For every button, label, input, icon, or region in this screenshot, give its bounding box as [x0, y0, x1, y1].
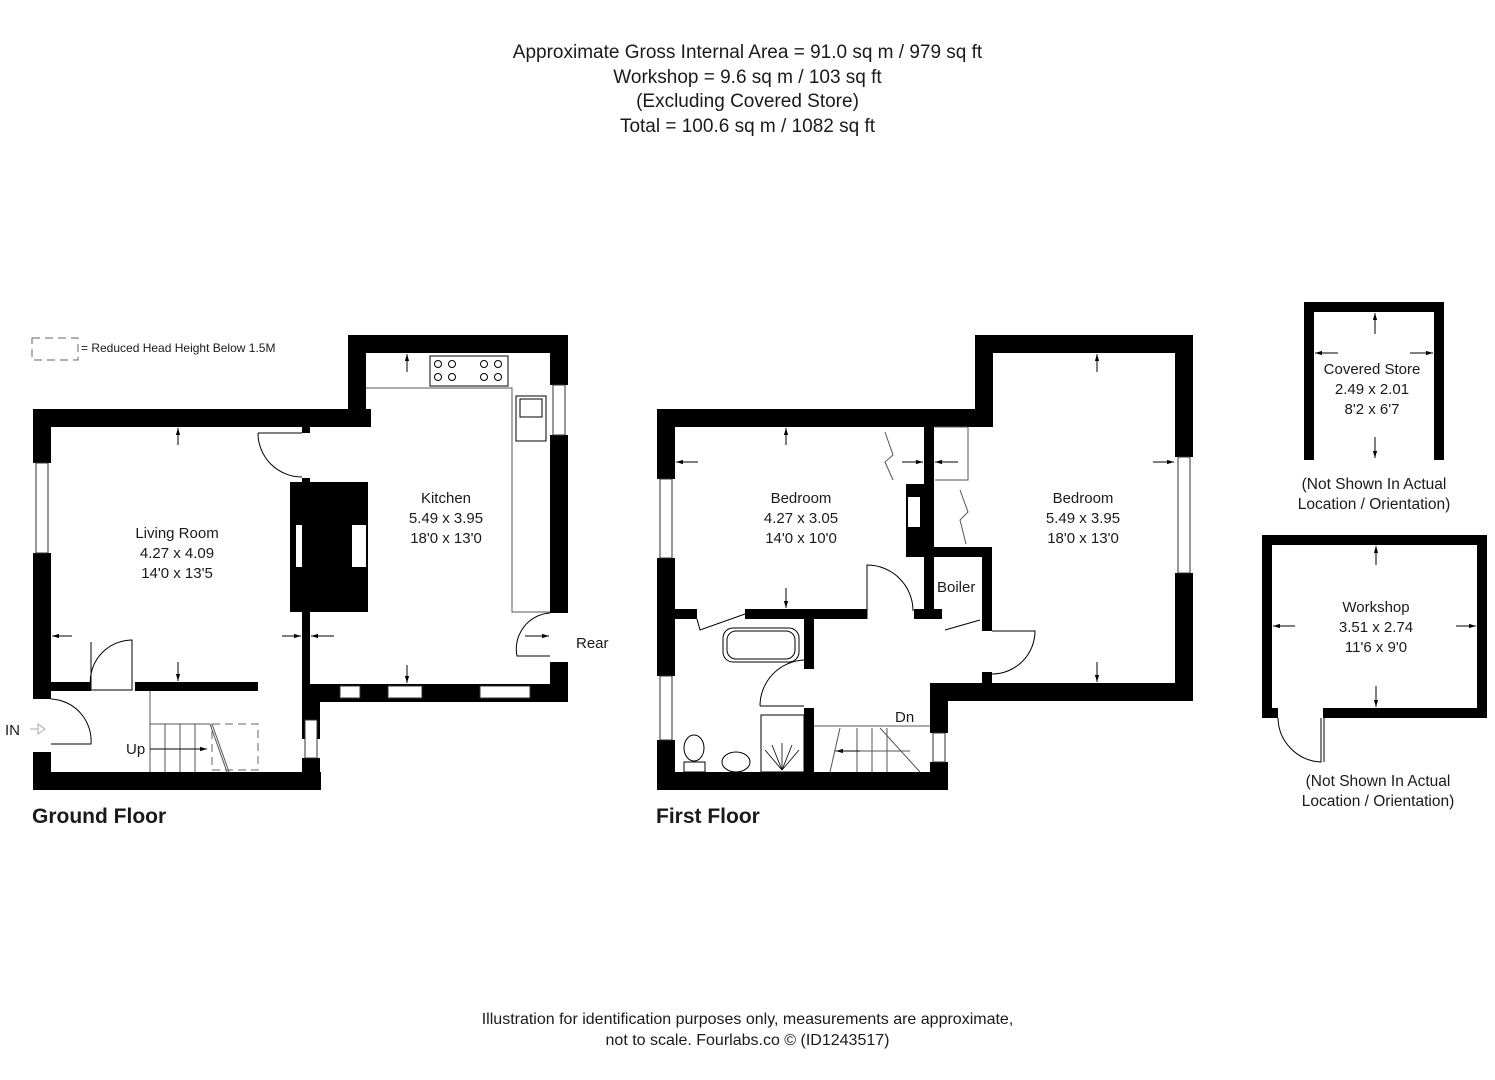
svg-text:4.27 x 3.05: 4.27 x 3.05 [764, 510, 838, 527]
window [339, 685, 361, 699]
boiler-label: Boiler [937, 579, 975, 596]
svg-text:Living Room: Living Room [135, 525, 218, 542]
svg-text:Kitchen: Kitchen [421, 490, 471, 507]
window [659, 478, 673, 559]
total-area: Total = 100.6 sq m / 1082 sq ft [619, 115, 876, 137]
rear-door [515, 612, 551, 657]
svg-text:5.49 x 3.95: 5.49 x 3.95 [409, 510, 483, 527]
window [387, 685, 423, 699]
gross-internal-area: Approximate Gross Internal Area = 91.0 s… [512, 42, 983, 63]
svg-text:Covered Store: Covered Store [1324, 361, 1421, 378]
boiler-door [944, 619, 981, 631]
first-floor-plan: Dn Boiler Bedroom 4.27 x 3.05 14'0 x 10'… [656, 335, 1193, 828]
room-living-room: Living Room 4.27 x 4.09 14'0 x 13'5 [135, 525, 218, 582]
window [1177, 456, 1191, 574]
door [991, 630, 1036, 675]
disclaimer-line-2: not to scale. Fourlabs.co © (ID1243517) [605, 1032, 890, 1049]
door [257, 432, 303, 478]
window [932, 732, 946, 763]
first-floor-title: First Floor [656, 805, 760, 828]
room-kitchen: Kitchen 5.49 x 3.95 18'0 x 13'0 [409, 490, 483, 547]
svg-text:18'0 x 13'0: 18'0 x 13'0 [1047, 530, 1119, 547]
dashed-rectangle-icon [31, 337, 79, 361]
window [659, 675, 673, 741]
room-bedroom-1: Bedroom 4.27 x 3.05 14'0 x 10'0 [764, 490, 838, 547]
ground-floor-title: Ground Floor [32, 805, 166, 828]
svg-text:18'0 x 13'0: 18'0 x 13'0 [410, 530, 482, 547]
disclaimer: Illustration for identification purposes… [0, 1009, 1495, 1051]
window [479, 685, 531, 699]
svg-text:14'0 x 13'5: 14'0 x 13'5 [141, 565, 213, 582]
svg-text:2.49 x 2.01: 2.49 x 2.01 [1335, 381, 1409, 398]
area-summary: Approximate Gross Internal Area = 91.0 s… [0, 41, 1495, 139]
excluding-note: (Excluding Covered Store) [636, 91, 859, 112]
disclaimer-line-1: Illustration for identification purposes… [481, 1011, 1014, 1028]
door [1277, 717, 1325, 763]
window [35, 462, 49, 554]
svg-text:Bedroom: Bedroom [1053, 490, 1114, 507]
svg-text:11'6 x 9'0: 11'6 x 9'0 [1345, 639, 1407, 656]
room-bedroom-2: Bedroom 5.49 x 3.95 18'0 x 13'0 [1046, 490, 1120, 547]
window [304, 719, 318, 759]
toilet-icon [683, 734, 705, 762]
entrance-arrow-icon [30, 723, 46, 735]
svg-text:Location / Orientation): Location / Orientation) [1302, 793, 1455, 810]
svg-text:Bedroom: Bedroom [771, 490, 832, 507]
shower-icon [760, 714, 805, 773]
stairs-up-label: Up [126, 741, 145, 758]
door [759, 659, 805, 707]
front-door [50, 698, 92, 745]
door [866, 564, 914, 619]
covered-store-plan: Covered Store 2.49 x 2.01 8'2 x 6'7 (Not… [1298, 302, 1451, 513]
svg-text:5.49 x 3.95: 5.49 x 3.95 [1046, 510, 1120, 527]
svg-text:8'2 x 6'7: 8'2 x 6'7 [1345, 401, 1400, 418]
svg-text:(Not Shown In Actual: (Not Shown In Actual [1306, 773, 1451, 790]
svg-text:3.51 x 2.74: 3.51 x 2.74 [1339, 619, 1413, 636]
svg-text:14'0 x 10'0: 14'0 x 10'0 [765, 530, 837, 547]
bath-icon [722, 627, 800, 663]
window [552, 384, 566, 436]
stairs-down-label: Dn [895, 709, 914, 726]
legend: = Reduced Head Height Below 1.5M [31, 337, 275, 361]
door [89, 639, 133, 691]
svg-text:(Not Shown In Actual: (Not Shown In Actual [1302, 476, 1447, 493]
sink-icon [515, 395, 547, 442]
hob-icon [429, 355, 509, 387]
staircase [814, 725, 930, 773]
basin-icon [721, 751, 751, 773]
rear-label: Rear [576, 635, 609, 652]
svg-text:Location / Orientation): Location / Orientation) [1298, 496, 1451, 513]
ground-floor-plan: IN Rear Up Living Room 4.27 x 4.09 14'0 … [5, 335, 609, 828]
workshop-plan: Workshop 3.51 x 2.74 11'6 x 9'0 (Not Sho… [1262, 535, 1487, 810]
door [696, 613, 746, 631]
svg-text:4.27 x 4.09: 4.27 x 4.09 [140, 545, 214, 562]
reduced-height-area [211, 723, 259, 771]
entrance-label: IN [5, 722, 20, 739]
legend-text: = Reduced Head Height Below 1.5M [81, 341, 275, 355]
staircase [149, 691, 230, 773]
svg-text:Workshop: Workshop [1342, 599, 1409, 616]
workshop-area: Workshop = 9.6 sq m / 103 sq ft [613, 66, 882, 88]
